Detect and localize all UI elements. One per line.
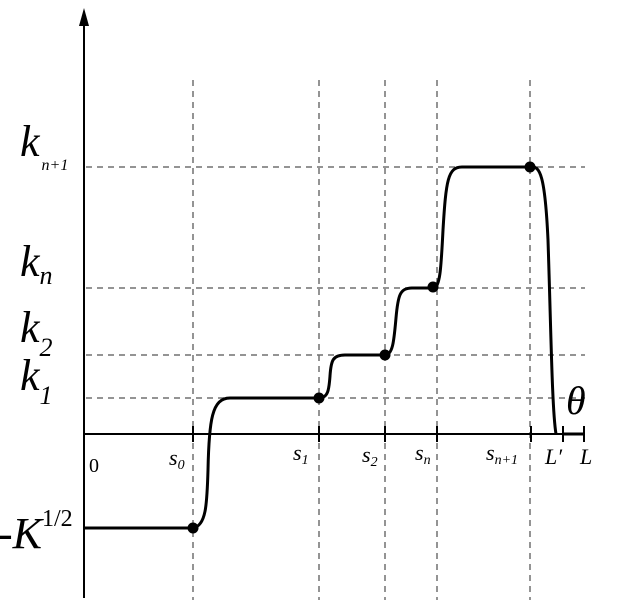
label-origin: 0 xyxy=(89,455,99,477)
y-axis-arrow-icon xyxy=(79,8,89,26)
label-neg-k-half: -K1/2 xyxy=(0,506,73,558)
label-k-n: kn xyxy=(20,237,53,290)
label-sn: sn xyxy=(415,440,431,468)
label-k-2: k2 xyxy=(20,303,53,362)
point-s1 xyxy=(313,392,325,404)
ticks xyxy=(192,426,585,442)
point-s0 xyxy=(187,522,199,534)
point-s2 xyxy=(379,349,391,361)
grid-lines xyxy=(86,80,585,600)
point-sn1 xyxy=(524,161,536,173)
label-s2: s2 xyxy=(362,442,378,470)
label-theta: θ xyxy=(566,378,586,423)
label-k-1: k1 xyxy=(20,351,53,410)
label-s0: s0 xyxy=(169,445,185,473)
point-sn xyxy=(427,281,439,293)
data-points xyxy=(187,161,536,534)
label-sn1: sn+1 xyxy=(486,440,518,468)
label-l: L xyxy=(579,444,592,469)
label-l-prime: L′ xyxy=(544,444,563,469)
step-curve xyxy=(84,165,558,530)
label-s1: s1 xyxy=(293,440,309,468)
